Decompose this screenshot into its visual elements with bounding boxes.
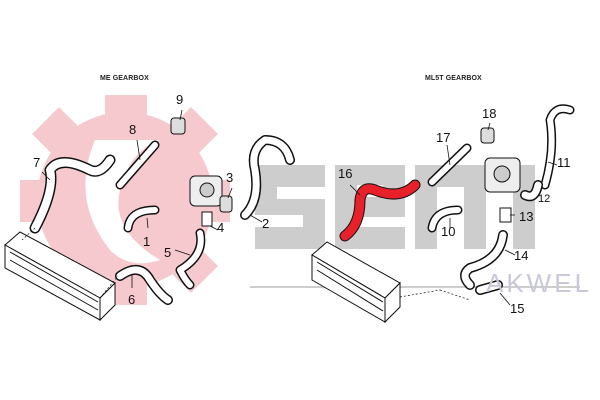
title-me-gearbox: ME GEARBOX xyxy=(100,75,149,82)
hose-14 xyxy=(460,230,508,290)
hose-8 xyxy=(115,140,160,190)
throttle-body-left xyxy=(189,175,223,207)
hose-5 xyxy=(175,228,206,290)
part-label-11: 11 xyxy=(557,155,571,170)
intercooler-left xyxy=(4,231,116,322)
part-label-17: 17 xyxy=(436,130,451,145)
part-label-5: 5 xyxy=(164,245,172,260)
title-ml5t-gearbox: ML5T GEARBOX xyxy=(425,75,482,82)
hose-16-highlighted xyxy=(339,179,421,242)
hose-15 xyxy=(475,280,503,295)
sleeve-4 xyxy=(201,211,213,227)
hose-7 xyxy=(29,154,116,234)
throttle-body-right xyxy=(484,157,521,193)
part-label-4: 4 xyxy=(217,220,225,235)
part-label-9: 9 xyxy=(176,92,184,107)
part-label-10: 10 xyxy=(441,224,456,239)
coupler-3 xyxy=(219,195,233,213)
part-label-8: 8 xyxy=(129,122,137,137)
elbow-12 xyxy=(520,180,543,202)
part-label-12: 12 xyxy=(538,193,551,205)
hose-10 xyxy=(427,205,463,233)
part-label-18: 18 xyxy=(482,106,497,121)
hose-11 xyxy=(540,104,575,190)
part-label-1: 1 xyxy=(143,234,151,249)
part-label-2: 2 xyxy=(262,216,270,231)
intercooler-right xyxy=(311,241,401,324)
hose-6 xyxy=(115,265,173,305)
part-label-16: 16 xyxy=(338,166,353,181)
part-label-3: 3 xyxy=(226,170,234,185)
part-label-15: 15 xyxy=(510,301,525,316)
hose-2 xyxy=(240,135,295,220)
hose-1 xyxy=(123,205,160,233)
akwel-watermark: AKWEL xyxy=(486,268,593,298)
sleeve-13 xyxy=(499,207,512,223)
part-label-13: 13 xyxy=(519,209,534,224)
coupler-18 xyxy=(480,127,495,144)
part-label-14: 14 xyxy=(514,248,529,263)
part-label-6: 6 xyxy=(128,292,136,307)
hose-17 xyxy=(427,143,472,187)
part-label-7: 7 xyxy=(33,155,41,170)
coupler-9 xyxy=(170,117,186,135)
